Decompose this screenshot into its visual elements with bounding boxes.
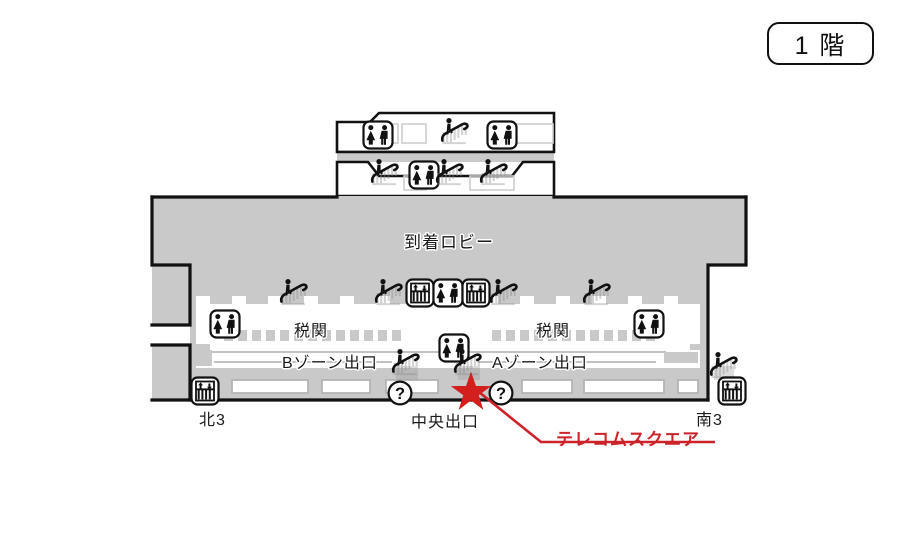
label-exit-zone-b: Bゾーン出口	[282, 355, 378, 372]
restroom-icon[interactable]	[209, 309, 241, 339]
label-customs-right: 税関	[536, 323, 571, 340]
label-customs-left: 税関	[294, 323, 329, 340]
label-exit-zone-a: Aゾーン出口	[492, 355, 588, 372]
label-central-exit: 中央出口	[411, 414, 480, 431]
restroom-icon[interactable]	[486, 120, 518, 150]
info-icon[interactable]	[387, 380, 413, 406]
floor-badge[interactable]: 1 階	[767, 22, 874, 65]
elevator-icon[interactable]	[717, 376, 747, 406]
restroom-icon[interactable]	[438, 333, 470, 363]
label-south-3: 南3	[696, 412, 723, 429]
label-north-3: 北3	[199, 412, 226, 429]
elevator-icon[interactable]	[405, 278, 435, 308]
label-arrival-lobby: 到着ロビー	[404, 233, 494, 252]
callout-leader	[450, 371, 715, 444]
restroom-icon[interactable]	[633, 309, 665, 339]
restroom-icon[interactable]	[432, 278, 464, 308]
floor-badge-label: 1 階	[794, 31, 847, 60]
callout-label: テレコムスクエア	[556, 430, 700, 449]
restroom-icon[interactable]	[362, 120, 394, 150]
restroom-icon[interactable]	[408, 160, 440, 190]
floor-outline	[150, 195, 748, 402]
star-marker	[450, 371, 492, 410]
elevator-icon[interactable]	[190, 376, 220, 406]
elevator-icon[interactable]	[461, 278, 491, 308]
info-icon[interactable]	[488, 380, 514, 406]
